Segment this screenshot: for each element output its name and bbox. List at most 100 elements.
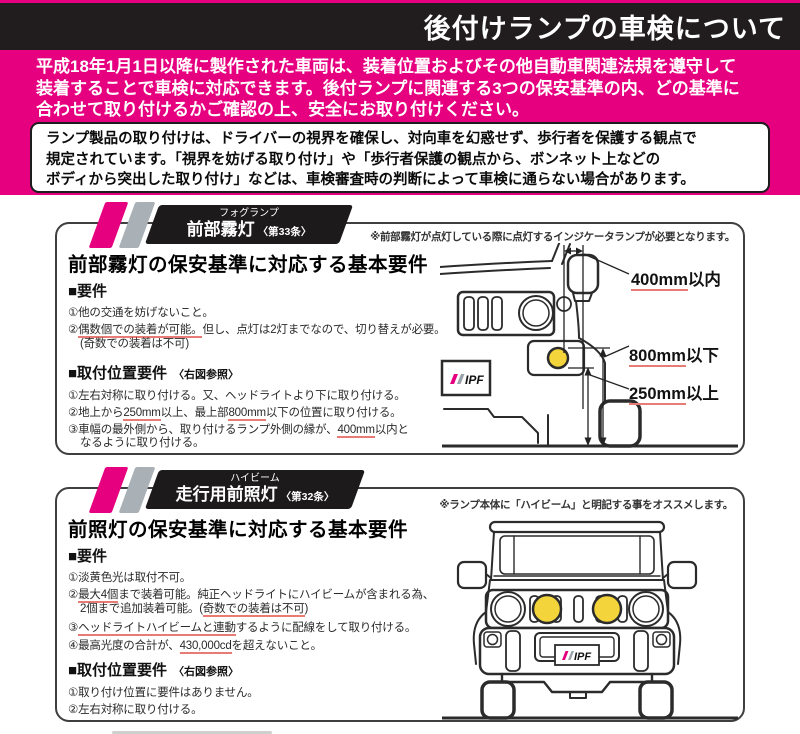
logo-slash-icon <box>562 651 569 660</box>
item-number: ② <box>68 589 79 601</box>
logo-slash-icon <box>568 651 574 660</box>
see-figure-ref: 〈右図参照〉 <box>173 666 240 678</box>
requirement-item-cont: 2個まで追加装着可能。(奇数での装着は不可) <box>80 600 309 617</box>
dim-value: 400mm <box>631 271 688 291</box>
underlined-text: 偶数個での装着が可能。 <box>78 324 203 338</box>
banner-title-main: 走行用前照灯 <box>175 484 278 504</box>
fog-lamp-diagram: IPF <box>440 243 738 448</box>
item-text: ③車幅の最外側から、取り付けるランプ外側の縁が、 <box>68 424 338 436</box>
banner-title: 走行用前照灯〈第32条〉 <box>176 485 335 507</box>
item-text: を超えないこと。 <box>231 640 323 652</box>
mounting-position-heading: ■取付位置要件〈右図参照〉 <box>68 659 239 680</box>
heading-text: ■取付位置要件 <box>68 365 168 382</box>
item-text: 但し、点灯は2灯までなので、切り替えが必要。 <box>202 324 446 336</box>
underlined-text: 400mm <box>337 424 375 438</box>
position-item-cont: なるように取り付ける。 <box>80 437 205 449</box>
license-plate: IPF <box>440 359 492 397</box>
dim-label-250mm: 250mm以上 <box>629 380 719 405</box>
requirements-heading: ■要件 <box>68 283 108 300</box>
requirement-item: ④最高光度の合計が、430,000cdを超えないこと。 <box>68 637 323 654</box>
logo-slash-icon <box>457 374 465 384</box>
dim-value: 250mm <box>629 385 686 405</box>
logo-slash-icon <box>450 374 458 384</box>
dim-value: 800mm <box>629 347 686 367</box>
item-text: ) <box>304 603 309 615</box>
item-text: 以上、最上部 <box>160 407 229 419</box>
notice-line: 規定されています。「視界を妨げる取り付け」や「歩行者保護の観点から、ボンネット上… <box>46 151 661 168</box>
see-figure-ref: 〈右図参照〉 <box>173 369 240 381</box>
top-accent-strip <box>0 0 800 3</box>
page-title: 後付けランプの車検について <box>423 14 786 44</box>
header-band: 後付けランプの車検について <box>0 3 800 50</box>
requirements-heading: ■要件 <box>68 548 108 565</box>
banner-title-main: 前部霧灯 <box>186 219 255 239</box>
position-item: ①左右対称に取り付ける。又、ヘッドライトより下に取り付ける。 <box>68 390 406 402</box>
intro-line: 平成18年1月1日以降に製作された車両は、装着位置およびその他自動車関連法規を遵… <box>36 57 737 76</box>
high-beam-banner: ハイビーム 走行用前照灯〈第32条〉 <box>144 470 366 509</box>
high-beam-lamp-left <box>531 593 563 625</box>
dim-label-400mm: 400mm以内 <box>631 266 721 291</box>
notice-box: ランプ製品の取り付けは、ドライバーの視界を確保し、対向車を幻惑せず、歩行者を保護… <box>30 122 770 193</box>
intro-text: 平成18年1月1日以降に製作された車両は、装着位置およびその他自動車関連法規を遵… <box>0 50 800 121</box>
item-text: 以下の位置に取り付ける。 <box>265 407 402 419</box>
license-plate: IPF <box>554 644 600 666</box>
position-item: ③車幅の最外側から、取り付けるランプ外側の縁が、400mm以内と <box>68 421 409 438</box>
underlined-text: 250mm <box>123 407 161 421</box>
item-number: ② <box>68 324 79 336</box>
position-item: ①取り付け位置に要件はありません。 <box>68 687 259 699</box>
fog-lamp-section: ※前部霧灯が点灯している際に点灯するインジケータランプが必要となります。 前部霧… <box>55 222 745 455</box>
dim-suffix: 以上 <box>685 385 719 403</box>
fog-lamp-note: ※前部霧灯が点灯している際に点灯するインジケータランプが必要となります。 <box>370 231 735 243</box>
requirement-item: ②最大4個まで装着可能。純正ヘッドライトにハイビームが含まれる為、 <box>68 586 435 603</box>
high-beam-diagram: IPF <box>442 520 738 720</box>
banner-subtitle: フォグランプ <box>219 207 279 219</box>
fog-lamp-banner: フォグランプ 前部霧灯〈第33条〉 <box>144 205 354 244</box>
high-beam-section-title: 前照灯の保安基準に対応する基本要件 <box>68 519 409 541</box>
dim-suffix: 以下 <box>685 347 719 365</box>
item-text: 2個まで追加装着可能。( <box>80 603 203 615</box>
intro-line: 合わせて取り付けるかご確認の上、安全にお取り付けください。 <box>36 100 529 119</box>
heading-text: ■取付位置要件 <box>68 662 168 679</box>
item-text: 以内と <box>374 424 409 436</box>
requirement-item: ③ヘッドライトハイビームと連動するように配線をして取り付ける。 <box>68 619 417 636</box>
high-beam-banner-text: ハイビーム 走行用前照灯〈第32条〉 <box>152 470 358 509</box>
underlined-text: 最大4個 <box>78 589 119 603</box>
car-front-outline <box>456 520 698 720</box>
underlined-text: 奇数での装着は不可 <box>202 603 305 617</box>
notice-line: ランプ製品の取り付けは、ドライバーの視界を確保し、対向車を幻惑せず、歩行者を保護… <box>46 131 697 147</box>
banner-title: 前部霧灯〈第33条〉 <box>187 220 312 242</box>
requirement-item: ①淡黄色光は取付不可。 <box>68 572 192 584</box>
requirement-item: ②偶数個での装着が可能。但し、点灯は2灯までなので、切り替えが必要。 <box>68 321 446 338</box>
fog-lamp-bulb <box>546 346 570 370</box>
requirement-item-note: (奇数での装着は不可) <box>80 338 189 350</box>
item-text: ②地上から <box>68 407 124 419</box>
banner-article: 〈第32条〉 <box>280 490 335 503</box>
intro-line: 装着することで車検に対応できます。後付ランプに関連する3つの保安基準の内、どの基… <box>36 78 740 98</box>
mounting-position-heading: ■取付位置要件〈右図参照〉 <box>68 362 239 383</box>
dim-label-800mm: 800mm以下 <box>629 342 719 367</box>
dimension-lines <box>563 245 630 446</box>
item-number: ③ <box>68 622 79 634</box>
high-beam-section: ※ランプ本体に「ハイビーム」と明記する事をオススメします。 前照灯の保安基準に対… <box>55 487 745 722</box>
fog-lamp-section-title: 前部霧灯の保安基準に対応する基本要件 <box>68 254 429 276</box>
item-text: まで装着可能。純正ヘッドライトにハイビームが含まれる為、 <box>118 589 435 601</box>
notice-line: ボディから突出した取り付け」などは、車検審査時の判断によって車検に通らない場合が… <box>46 172 695 188</box>
high-beam-note: ※ランプ本体に「ハイビーム」と明記する事をオススメします。 <box>439 499 733 511</box>
position-item: ②地上から250mm以上、最上部800mm以下の位置に取り付ける。 <box>68 404 402 421</box>
fog-lamp-banner-text: フォグランプ 前部霧灯〈第33条〉 <box>152 205 346 244</box>
high-beam-lamp-right <box>591 593 623 625</box>
position-item: ②左右対称に取り付ける。 <box>68 704 203 716</box>
plate-logo-text: IPF <box>465 373 484 387</box>
item-text: するように配線をして取り付ける。 <box>235 622 417 634</box>
next-section-sliver <box>112 731 272 734</box>
item-text: ④最高光度の合計が、 <box>68 640 180 652</box>
dim-suffix: 以内 <box>687 271 721 289</box>
banner-subtitle: ハイビーム <box>230 472 280 484</box>
underlined-text: 800mm <box>228 407 266 421</box>
car-front-half-outline <box>440 243 642 448</box>
plate-logo-text: IPF <box>574 651 591 663</box>
underlined-text: 430,000cd <box>179 640 232 654</box>
banner-article: 〈第33条〉 <box>257 225 312 238</box>
requirement-item: ①他の交通を妨げないこと。 <box>68 307 214 319</box>
